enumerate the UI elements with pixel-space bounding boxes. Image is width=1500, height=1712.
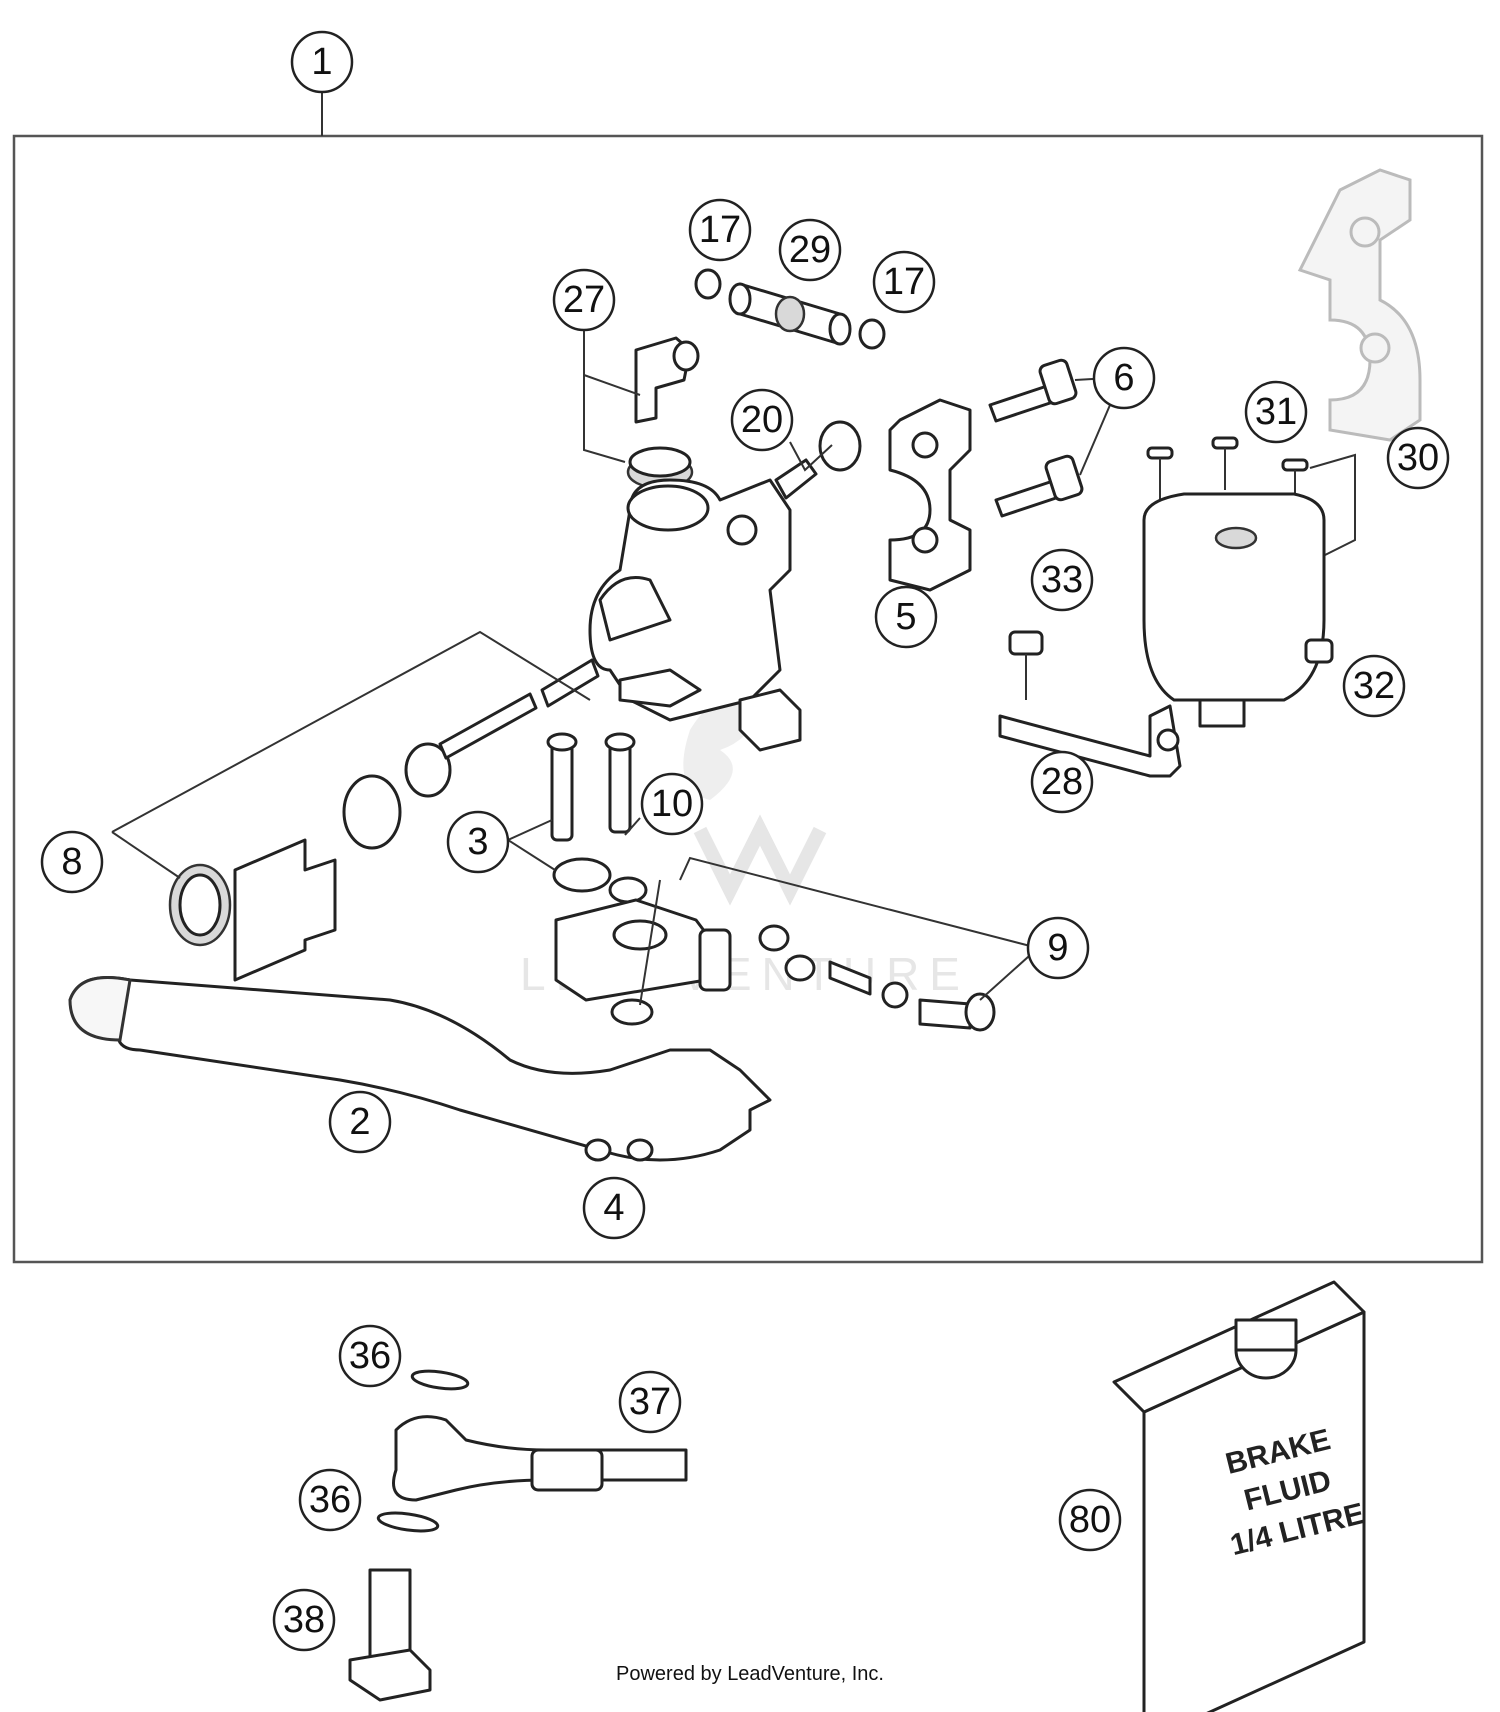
callout-label: 9: [1047, 927, 1068, 969]
callout-label: 5: [895, 596, 916, 638]
callout-4: 4: [582, 1176, 646, 1240]
master-cylinder-body: [588, 478, 792, 722]
part-17-clip-left: [694, 268, 722, 300]
callout-label: 3: [467, 821, 488, 863]
callout-label: 2: [349, 1101, 370, 1143]
callout-36b: 36: [298, 1468, 362, 1532]
part-36-washer-top: [410, 1369, 470, 1391]
part-3-pivot-pins: [546, 732, 648, 904]
callout-17a: 17: [688, 198, 752, 262]
callout-31: 31: [1244, 380, 1308, 444]
part-27-banjo-fitting: [626, 336, 700, 490]
callout-1: 1: [290, 30, 354, 94]
callout-28: 28: [1030, 750, 1094, 814]
callout-10: 10: [640, 772, 704, 836]
callout-17b: 17: [872, 250, 936, 314]
part-32-screw: [1304, 638, 1334, 664]
part-80-brake-fluid-bottle: BRAKE FLUID 1/4 LITRE: [1112, 1280, 1368, 1712]
callout-label: 28: [1041, 761, 1083, 803]
reference-clamp-ghost: [1297, 168, 1422, 442]
callout-30: 30: [1386, 426, 1450, 490]
callout-label: 6: [1113, 357, 1134, 399]
part-17-clip-right: [858, 318, 886, 350]
callout-label: 27: [563, 279, 605, 321]
callout-label: 30: [1397, 437, 1439, 479]
callout-label: 38: [283, 1599, 325, 1641]
part-6-bolts: [988, 358, 1084, 518]
credit-text: Powered by LeadVenture, Inc.: [616, 1663, 884, 1685]
callout-8: 8: [40, 830, 104, 894]
callout-label: 36: [309, 1479, 351, 1521]
callout-label: 8: [61, 841, 82, 883]
callout-29: 29: [778, 218, 842, 282]
part-4-nuts: [584, 1138, 654, 1162]
callout-5: 5: [874, 585, 938, 649]
callout-20: 20: [730, 388, 794, 452]
callout-label: 36: [349, 1335, 391, 1377]
part-28-bracket: [998, 704, 1182, 778]
callout-33: 33: [1030, 548, 1094, 612]
callout-label: 32: [1353, 665, 1395, 707]
part-8-piston-kit: [168, 658, 600, 982]
callout-label: 80: [1069, 1499, 1111, 1541]
callout-label: 17: [699, 209, 741, 251]
callout-2: 2: [328, 1090, 392, 1154]
callout-label: 29: [789, 229, 831, 271]
part-37-brake-hose: [392, 1415, 688, 1502]
callout-38: 38: [272, 1588, 336, 1652]
callout-label: 20: [741, 399, 783, 441]
callout-3: 3: [446, 810, 510, 874]
callout-9: 9: [1026, 916, 1090, 980]
callout-36a: 36: [338, 1324, 402, 1388]
part-33-bolt: [1008, 630, 1044, 700]
callout-label: 33: [1041, 559, 1083, 601]
part-2-lever: [68, 976, 772, 1162]
callout-32: 32: [1342, 654, 1406, 718]
callout-label: 37: [629, 1381, 671, 1423]
part-29-pin: [728, 282, 852, 346]
callout-27: 27: [552, 268, 616, 332]
callout-6: 6: [1092, 346, 1156, 410]
callout-label: 17: [883, 261, 925, 303]
callout-label: 1: [311, 41, 332, 83]
part-38-banjo-bolt: [348, 1568, 432, 1702]
callout-label: 4: [603, 1187, 624, 1229]
part-small-plate: [738, 688, 802, 752]
callout-80: 80: [1058, 1488, 1122, 1552]
part-30-reservoir: [1142, 492, 1326, 728]
callout-label: 31: [1255, 391, 1297, 433]
assembly-frame: [12, 134, 1484, 1264]
part-5-clamp: [888, 398, 972, 592]
part-9-adjuster: [610, 924, 996, 1032]
callout-label: 10: [651, 783, 693, 825]
callout-37: 37: [618, 1370, 682, 1434]
part-36-washer-bottom: [376, 1511, 440, 1533]
pivot-block: [554, 898, 732, 1002]
